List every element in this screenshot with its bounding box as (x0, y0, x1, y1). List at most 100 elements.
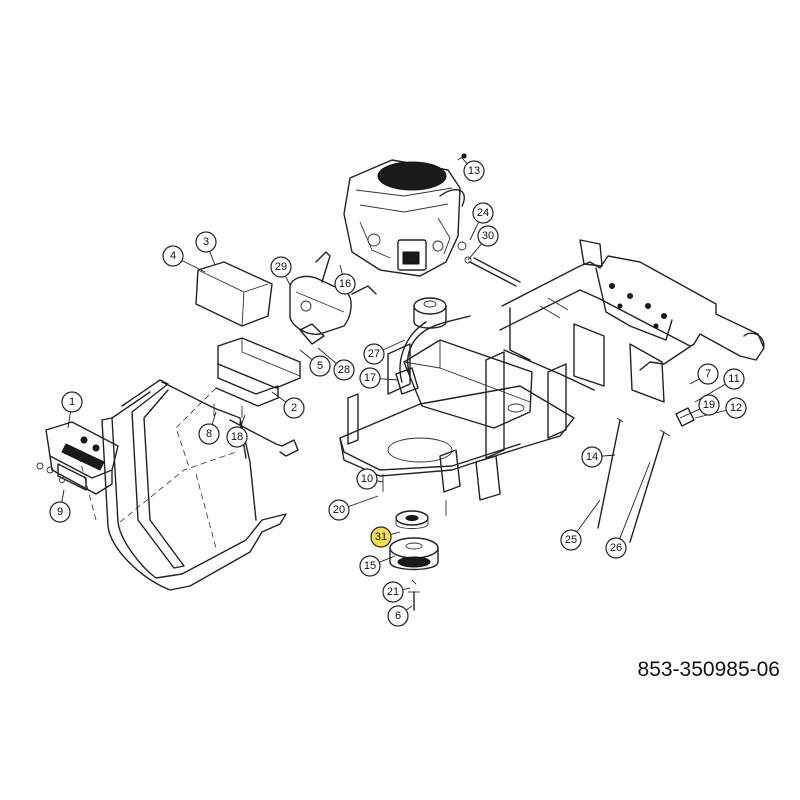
bumper-frame (79, 379, 299, 591)
callout-circle-26 (605, 537, 627, 559)
front-plate-1 (36, 421, 119, 495)
callout-label-19: 19 (703, 399, 715, 411)
rear-frame (499, 239, 765, 403)
callout-label-24: 24 (477, 207, 489, 219)
callout-label-11: 11 (728, 373, 739, 385)
callout-4: 4 (162, 245, 206, 273)
leader-line-3 (209, 251, 216, 266)
callout-17: 17 (359, 367, 399, 389)
callout-label-13: 13 (468, 165, 480, 177)
leader-line-8 (211, 411, 217, 425)
callout-label-10: 10 (361, 473, 373, 485)
callout-7: 7 (689, 363, 719, 385)
pulley-31 (395, 510, 429, 529)
callout-label-20: 20 (333, 504, 345, 516)
leader-line-6 (405, 605, 413, 611)
heat-shield-2 (215, 337, 301, 407)
leader-line-15 (379, 555, 396, 563)
callout-circle-7 (697, 363, 719, 385)
leader-line-2 (271, 391, 287, 403)
callout-9: 9 (49, 489, 71, 523)
callout-label-30: 30 (482, 230, 494, 242)
callout-circle-13 (463, 160, 485, 182)
callout-20: 20 (328, 495, 379, 521)
leader-line-13 (461, 157, 468, 164)
callout-8: 8 (198, 411, 220, 445)
callout-label-3: 3 (203, 236, 209, 248)
leader-line-30 (467, 243, 482, 261)
battery-3 (195, 261, 273, 327)
callout-10: 10 (356, 468, 384, 490)
callout-circle-15 (359, 555, 381, 577)
callout-label-18: 18 (231, 431, 243, 443)
bolt-21 (411, 579, 417, 585)
callout-label-5: 5 (317, 360, 323, 372)
callout-label-28: 28 (338, 364, 350, 376)
leader-line-18 (239, 414, 246, 428)
callout-circle-29 (270, 256, 292, 278)
callout-circle-12 (725, 397, 747, 419)
fitting-24 (457, 241, 467, 251)
callout-31: 31 (370, 526, 401, 548)
leader-line-1 (67, 411, 71, 429)
callout-circle-31 (370, 526, 392, 548)
callout-circle-28 (333, 359, 355, 381)
callout-29: 29 (270, 256, 292, 286)
bolt-6 (408, 591, 420, 611)
leader-line-27 (382, 339, 406, 351)
callout-12: 12 (694, 397, 747, 419)
cable-26 (629, 429, 671, 543)
callout-circle-8 (198, 423, 220, 445)
leader-line-21 (402, 587, 411, 591)
callout-circle-2 (283, 397, 305, 419)
callout-circle-1 (61, 391, 83, 413)
callout-label-12: 12 (730, 402, 742, 414)
callout-circle-25 (560, 529, 582, 551)
callout-label-25: 25 (565, 534, 577, 546)
leader-line-25 (576, 499, 601, 533)
leader-line-11 (694, 383, 726, 403)
leader-line-5 (299, 349, 313, 361)
leader-line-9 (61, 489, 65, 503)
callout-circle-9 (49, 501, 71, 523)
leader-line-29 (285, 275, 291, 286)
leader-line-19 (679, 408, 701, 419)
callout-1: 1 (61, 391, 83, 429)
callout-27: 27 (363, 339, 406, 365)
leader-line-20 (348, 495, 379, 508)
callout-16: 16 (334, 264, 356, 295)
callout-label-14: 14 (586, 451, 598, 463)
leader-line-17 (379, 378, 399, 381)
callout-circle-5 (309, 355, 331, 377)
callout-circle-21 (382, 581, 404, 603)
main-chassis (339, 297, 575, 501)
bracket-28 (299, 323, 325, 345)
leader-line-7 (689, 378, 700, 385)
callout-circle-20 (328, 499, 350, 521)
callout-circle-19 (698, 394, 720, 416)
leader-line-26 (619, 461, 651, 539)
callout-circle-18 (226, 426, 248, 448)
callout-30: 30 (467, 225, 499, 261)
callout-label-16: 16 (339, 278, 351, 290)
callout-2: 2 (271, 391, 305, 419)
leader-line-16 (339, 264, 343, 275)
callout-label-17: 17 (364, 372, 376, 384)
leader-line-24 (469, 221, 480, 241)
leader-line-28 (317, 347, 337, 364)
callout-label-4: 4 (170, 250, 176, 262)
callout-18: 18 (226, 414, 248, 448)
callout-circle-6 (387, 605, 409, 627)
callout-label-2: 2 (291, 402, 297, 414)
callout-label-27: 27 (368, 348, 380, 360)
callout-label-15: 15 (364, 560, 376, 572)
callout-label-31: 31 (375, 531, 387, 543)
callout-label-6: 6 (395, 610, 401, 622)
callout-5: 5 (299, 349, 331, 377)
callout-label-21: 21 (387, 586, 399, 598)
callout-3: 3 (195, 231, 217, 266)
callout-circle-3 (195, 231, 217, 253)
callout-circle-27 (363, 343, 385, 365)
